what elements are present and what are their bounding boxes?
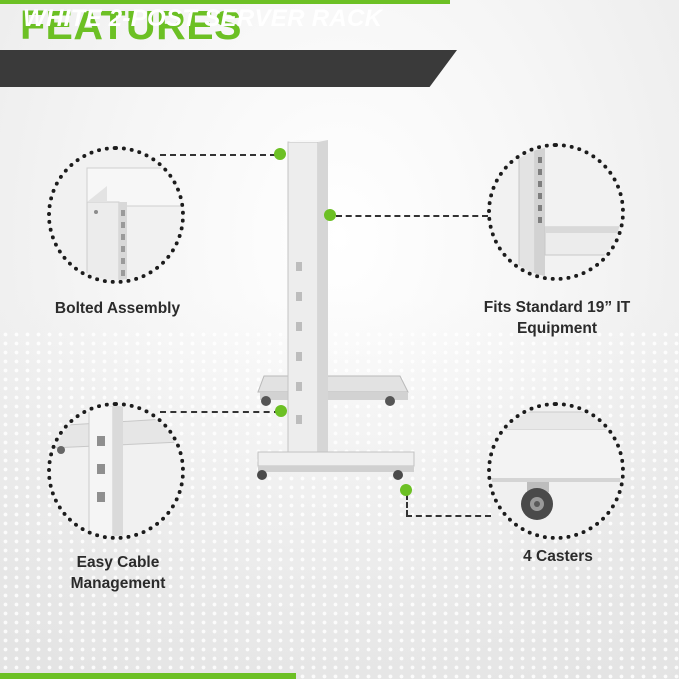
detail-circle-casters bbox=[487, 402, 625, 540]
callout-dot-bolted bbox=[274, 148, 286, 160]
connector-line-fits-standard bbox=[336, 215, 488, 217]
detail-circle-fits-standard bbox=[487, 143, 625, 281]
detail-circle-bolted-assembly bbox=[47, 146, 185, 284]
rail-detail bbox=[491, 147, 621, 277]
server-rack-image bbox=[257, 140, 415, 480]
subtitle-banner bbox=[0, 50, 457, 87]
top-accent-bar bbox=[0, 0, 450, 4]
page-title: FEATURES bbox=[20, 2, 242, 48]
connector-line-casters bbox=[406, 515, 491, 517]
connector-line-bolted bbox=[160, 154, 276, 156]
connector-line-cable bbox=[160, 411, 280, 413]
feature-caption-bolted-assembly: Bolted Assembly bbox=[54, 300, 181, 317]
callout-dot-cable bbox=[275, 405, 287, 417]
feature-caption-fits-standard: Fits Standard 19” IT Equipment bbox=[483, 299, 631, 337]
callout-dot-fits-standard bbox=[324, 209, 336, 221]
detail-circle-cable-management bbox=[47, 402, 185, 540]
callout-dot-casters bbox=[400, 484, 412, 496]
caster-detail bbox=[491, 406, 621, 536]
feature-caption-cable-management: Easy Cable Management bbox=[70, 554, 166, 592]
subtitle-text: WHITE 2-POST SERVER RACK bbox=[23, 5, 383, 32]
cable-post-detail bbox=[51, 406, 181, 536]
bolted-corner-detail bbox=[51, 150, 181, 280]
feature-caption-casters: 4 Casters bbox=[523, 548, 593, 565]
connector-vline-casters bbox=[406, 494, 408, 516]
bottom-accent-bar bbox=[0, 673, 296, 679]
